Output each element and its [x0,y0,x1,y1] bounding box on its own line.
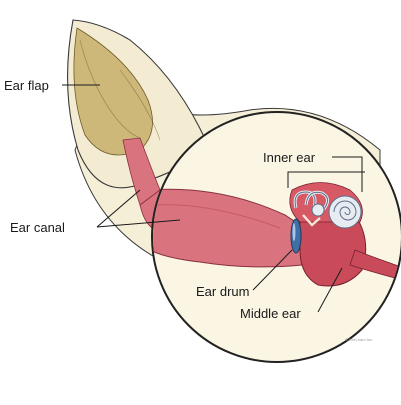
ear-drum [290,218,302,254]
ossicles [302,214,321,227]
leader-ear-canal-2 [96,219,181,228]
label-ear-canal: Ear canal [10,220,65,235]
semicircular-canals [293,190,329,217]
label-ear-drum: Ear drum [196,284,250,299]
cochlea [328,195,362,229]
ear-flap-vein [119,69,161,141]
canal-fold [154,204,281,229]
leader-ear-canal-1 [96,189,141,228]
ear-drum-highlight [292,223,296,241]
credit-text: © LifeLearn Inc. [345,337,374,342]
ear-flap-shading [79,39,141,139]
magnified-ear-canal [153,188,303,268]
label-middle-ear: Middle ear [240,306,301,321]
label-ear-flap: Ear flap [4,78,49,93]
leader-inner-ear [287,156,365,192]
label-inner-ear: Inner ear [263,150,316,165]
leader-ear-drum [252,249,293,291]
eustachian-tube [349,249,401,283]
leader-lines [62,84,365,313]
leader-middle-ear [317,267,343,313]
